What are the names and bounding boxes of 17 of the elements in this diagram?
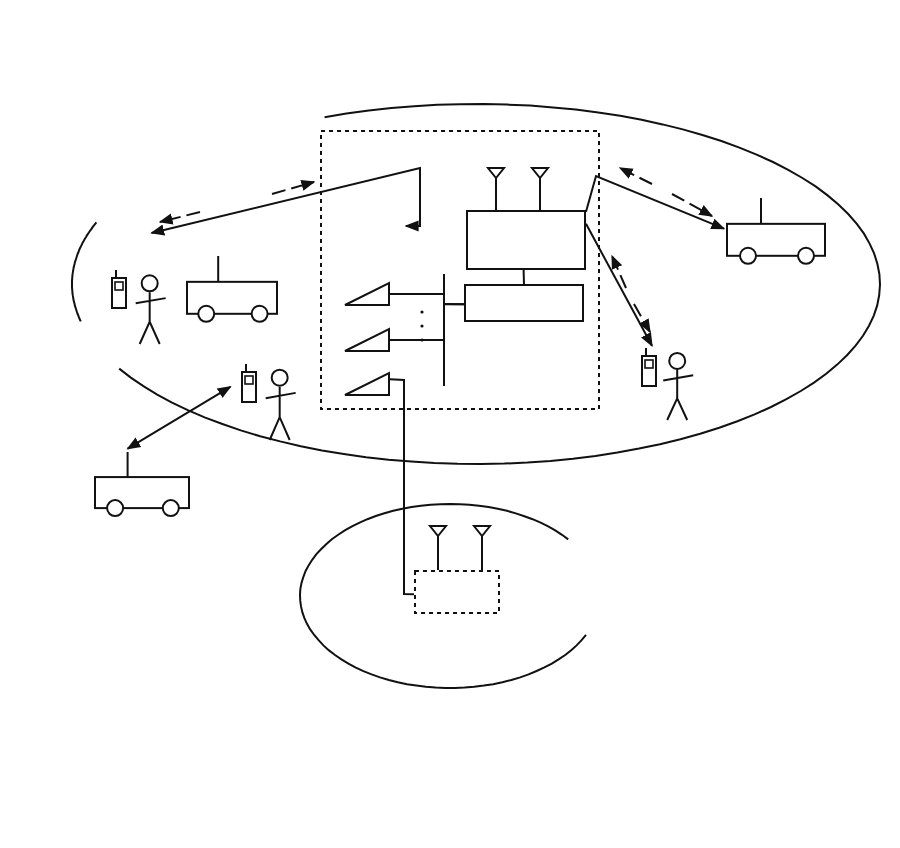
arrow (585, 222, 653, 348)
truck-icon (94, 452, 190, 518)
amplifier-triangle (344, 372, 390, 396)
truck-icon (186, 256, 278, 324)
amplifier-triangle (344, 282, 390, 306)
base-station-box (320, 130, 600, 410)
truck-icon (726, 198, 826, 266)
connector-line (522, 269, 525, 285)
connector-line (389, 378, 415, 596)
arrow (150, 166, 421, 236)
connector-line (389, 303, 465, 341)
unit-block (466, 210, 586, 270)
arrow (585, 174, 726, 230)
amplifier-triangle (344, 328, 390, 352)
arrow (126, 385, 232, 450)
unit-block (464, 284, 584, 322)
remote-unit-box (414, 570, 500, 614)
